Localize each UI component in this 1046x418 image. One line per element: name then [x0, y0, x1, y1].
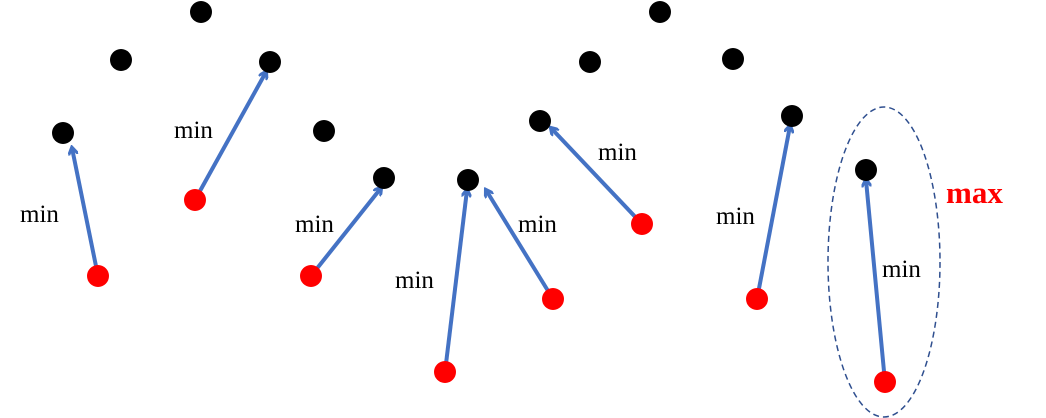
min-distance-arrow — [551, 128, 644, 226]
target-point — [722, 48, 744, 70]
target-point — [781, 105, 803, 127]
target-point — [855, 159, 877, 181]
source-point — [631, 213, 653, 235]
min-distance-arrow — [443, 190, 467, 373]
target-point — [52, 122, 74, 144]
target-point — [190, 1, 212, 23]
target-point — [110, 49, 132, 71]
target-point — [579, 51, 601, 73]
target-point — [649, 1, 671, 23]
min-label: min — [518, 211, 557, 238]
source-point — [542, 288, 564, 310]
source-point — [874, 371, 896, 393]
min-label: min — [395, 267, 434, 294]
target-point — [457, 169, 479, 191]
min-label: min — [20, 201, 59, 228]
target-point — [259, 51, 281, 73]
target-point — [529, 110, 551, 132]
min-distance-arrow — [755, 126, 790, 300]
min-distance-arrow — [72, 148, 100, 277]
source-point — [184, 189, 206, 211]
source-point — [746, 288, 768, 310]
source-point — [87, 265, 109, 287]
min-label: min — [174, 117, 213, 144]
max-label: max — [946, 175, 1003, 210]
min-label: min — [598, 139, 637, 166]
min-distance-arrow — [309, 188, 381, 278]
max-highlight-ellipse — [827, 106, 941, 418]
min-distance-arrow — [486, 190, 555, 301]
target-point — [373, 167, 395, 189]
min-distance-arrow — [866, 180, 887, 383]
source-point — [300, 265, 322, 287]
min-distance-arrow — [193, 72, 266, 201]
min-label: min — [295, 211, 334, 238]
min-label: min — [882, 256, 921, 283]
source-point — [434, 361, 456, 383]
min-label: min — [716, 203, 755, 230]
target-point — [313, 120, 335, 142]
